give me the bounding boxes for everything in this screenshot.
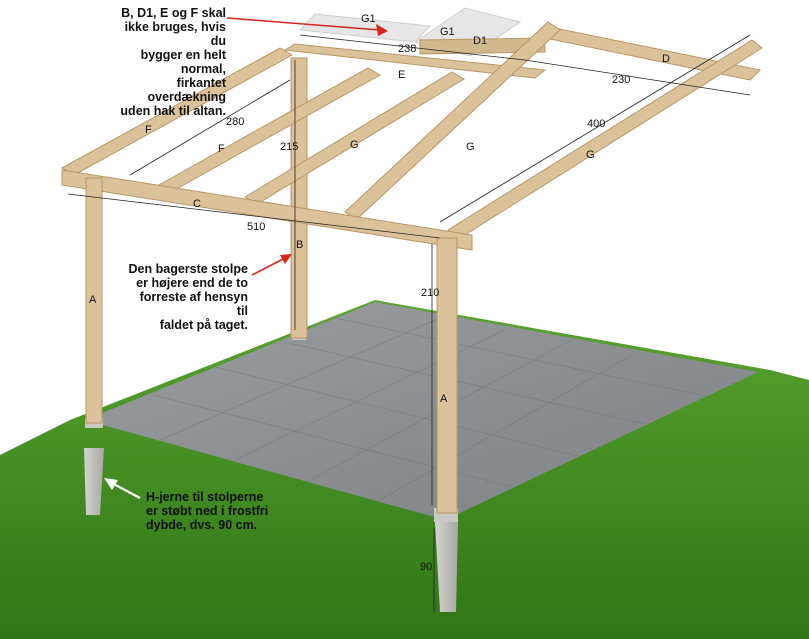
label-g-b: G [466,141,475,153]
label-d1: D1 [473,35,487,47]
label-e: E [398,69,405,81]
arrow-head-middle [280,254,292,264]
label-f-b: F [218,143,225,155]
post-b [290,57,308,339]
dim-510: 510 [247,221,265,233]
label-a-right: A [440,393,448,405]
beam-e [283,43,547,79]
label-g-c: G [586,149,595,161]
post-a-right [436,237,458,514]
label-g-a: G [350,139,359,151]
footing-left [84,448,104,515]
label-g1-b: G1 [440,26,455,38]
dim-210: 210 [421,287,439,299]
dim-230: 230 [612,74,630,86]
dim-400: 400 [587,118,605,130]
red-arrows [226,17,381,276]
footing-right [435,522,458,612]
dim-215: 215 [280,141,298,153]
slab-tile-lines [149,317,706,501]
note-rear-post: Den bagerste stolpe er højere end de to … [128,262,248,332]
ghost-beam-g1-a [298,13,432,43]
label-b: B [296,239,303,251]
label-g1-a: G1 [361,13,376,25]
dim-238: 238 [398,43,416,55]
concrete-slab [85,302,758,520]
note-h-brackets: H-jerne til stolperne er støbt ned i fro… [146,490,269,532]
note-optional-parts: B, D1, E og F skal ikke bruges, hvis du … [120,6,226,118]
label-a-left: A [89,294,97,306]
dimension-lines [67,34,751,612]
label-d: D [662,53,670,65]
label-c: C [193,198,201,210]
beam-d [543,27,762,81]
dim-280: 280 [226,116,244,128]
arrow-head-top [376,24,388,36]
label-f-a: F [145,124,152,136]
beam-c [61,169,473,251]
white-arrow-head [104,478,118,490]
dim-90: 90 [420,561,432,573]
beam-d1 [419,37,546,55]
post-a-left [85,177,103,424]
